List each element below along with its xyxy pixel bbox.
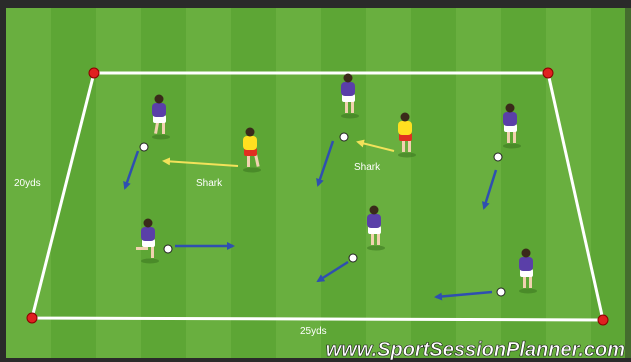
length-label: 25yds	[300, 326, 327, 337]
cone-icon	[27, 313, 37, 323]
grass-stripe	[231, 8, 276, 358]
grass-stripe	[321, 8, 366, 358]
cone-icon	[89, 68, 99, 78]
ball-icon	[140, 143, 148, 151]
grass-stripe	[141, 8, 186, 358]
grass-stripe	[51, 8, 96, 358]
ball-icon	[164, 245, 172, 253]
grass-stripe	[411, 8, 456, 358]
grass-stripe	[501, 8, 546, 358]
grass-stripe	[546, 8, 591, 358]
grass-stripe	[96, 8, 141, 358]
grass-stripe	[456, 8, 501, 358]
ball-icon	[494, 153, 502, 161]
shark-label-left: Shark	[196, 178, 223, 189]
grass-stripe	[276, 8, 321, 358]
cone-icon	[543, 68, 553, 78]
ball-icon	[340, 133, 348, 141]
width-label: 20yds	[14, 178, 41, 189]
grass-stripe	[366, 8, 411, 358]
shark-label-right: Shark	[354, 162, 381, 173]
ball-icon	[497, 288, 505, 296]
watermark: www.SportSessionPlanner.com	[326, 339, 625, 361]
cone-icon	[598, 315, 608, 325]
ball-icon	[349, 254, 357, 262]
grass-stripe	[591, 8, 631, 358]
